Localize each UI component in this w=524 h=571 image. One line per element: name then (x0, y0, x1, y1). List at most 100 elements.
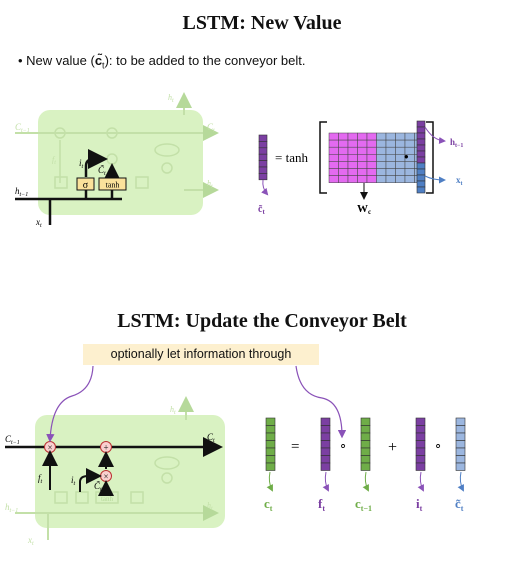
circle-op-2: ∘ (434, 438, 442, 453)
cprev-vector-cell (360, 462, 371, 471)
concat-vector-cell (416, 180, 426, 188)
cprev-eq-main: c (355, 496, 361, 511)
h-out-2-main: h (207, 501, 211, 510)
ctilde-pointer (261, 179, 269, 196)
c-vector-cell (265, 417, 276, 426)
f-t-2-main: f (38, 473, 42, 483)
f-vector-cell (320, 432, 331, 441)
h-eq-sub: t−1 (455, 143, 463, 149)
sigma-gate-box (76, 177, 95, 191)
vec-concat-hx (416, 120, 426, 194)
c-out-faded-sub: t (213, 128, 215, 134)
matrix-cell (385, 132, 396, 141)
i-t-sub: t (82, 164, 84, 170)
add-node-faded (106, 127, 118, 139)
input-mult-symbol: × (103, 472, 108, 482)
bracket-right (426, 121, 434, 194)
h-top-faded-sub: t (172, 98, 174, 104)
concat-vector-cell (416, 126, 426, 134)
i-vector-cell (415, 417, 426, 426)
ctilde-sub: t (104, 171, 106, 177)
matrix-cell (366, 168, 377, 176)
concat-vector-cell (416, 186, 426, 194)
x-eq-main: x (456, 175, 461, 185)
c-t-eq-sub: t (270, 504, 273, 513)
tanh-label: tanh (106, 181, 120, 190)
matrix-cell (338, 139, 349, 148)
c-prev-label-faded: Ct−1 (15, 122, 30, 134)
cprev-eq-label: ct−1 (355, 496, 372, 513)
cprev-vector-cell (360, 417, 371, 426)
cprev-vector-cell (360, 447, 371, 456)
i-t-2-sub: t (74, 481, 76, 487)
concat-vector-cell (416, 168, 426, 176)
matrix-cell (338, 132, 349, 141)
matrix-cell (338, 168, 349, 176)
h-out-faded-main: h (207, 179, 211, 188)
h-top-2-sub: t (174, 410, 176, 416)
matrix-cell (404, 139, 415, 148)
plus-op: + (388, 439, 397, 456)
vec-i-t (415, 417, 426, 471)
matrix-cell (328, 175, 339, 183)
concat-vector-cell (416, 150, 426, 158)
c-pointer (266, 471, 273, 492)
output-sigma-box-faded (135, 176, 149, 189)
ctilde-vector-2-cell (455, 462, 466, 471)
i-vector-cell (415, 447, 426, 456)
c-vector-cell (265, 447, 276, 456)
c-prev-2-main: C (5, 434, 12, 444)
callout-arrow-left (46, 365, 94, 443)
h-out-2-sub: t (211, 506, 213, 512)
ctilde-vector-cell (258, 153, 268, 161)
ctilde-vector-2-cell (455, 440, 466, 449)
f-t-faded: ft (52, 155, 56, 166)
f-vector-cell (320, 425, 331, 434)
f-vector-cell (320, 447, 331, 456)
h-top-faded: ht (168, 93, 174, 104)
matrix-cell (385, 168, 396, 176)
x-in-faded-2: xt (27, 535, 34, 547)
matrix-cell (347, 154, 358, 162)
f-t-eq-label: ft (318, 496, 325, 513)
concat-vector-cell (416, 162, 426, 170)
wc-main: W (357, 203, 368, 215)
cprev-pointer (362, 471, 369, 492)
x-pointer (424, 175, 446, 184)
matrix-cell (357, 132, 368, 141)
matrix-cell (328, 161, 339, 169)
tanh-gate-box (98, 177, 127, 191)
c-t-eq-label: ct (264, 496, 273, 513)
ctilde-vector-cell (258, 147, 268, 155)
callout-box: optionally let information through (83, 344, 319, 365)
matrix-cell (385, 146, 396, 155)
ctilde-vector-2-cell (455, 417, 466, 426)
i-t-2-main: i (71, 475, 74, 485)
f-vector-cell (320, 417, 331, 426)
i-t-label-2: it (71, 475, 76, 487)
ctilde-vector-cell (258, 173, 268, 181)
matrix-cell (366, 175, 377, 183)
c-vector-cell (265, 440, 276, 449)
ctilde-vector-cell (258, 141, 268, 149)
x-in-main: x (35, 217, 40, 227)
ct-eq-main: c̃ (455, 496, 461, 511)
c-prev-label-2: Ct−1 (5, 434, 20, 446)
output-mult-faded-2 (161, 472, 173, 484)
matrix-cell (357, 146, 368, 155)
f-vector-cell (320, 462, 331, 471)
matrix-cell (366, 154, 377, 162)
equation-1: c̃t = tanh Wc • ht−1 xt (258, 120, 463, 216)
bullet-sub: t (102, 60, 105, 71)
h-prev-main: h (15, 186, 20, 196)
c-vector-cell (265, 432, 276, 441)
c-out-2-sub: t (213, 438, 215, 444)
c-vector-cell (265, 462, 276, 471)
matrix-cell (338, 154, 349, 162)
x-eq-sub: t (461, 181, 463, 187)
tanh-oval-faded (154, 143, 180, 157)
concat-vector-cell (416, 174, 426, 182)
matrix-cell (357, 161, 368, 169)
matrix-cell (328, 168, 339, 176)
h-prev-2-sub: t−1 (10, 508, 19, 514)
